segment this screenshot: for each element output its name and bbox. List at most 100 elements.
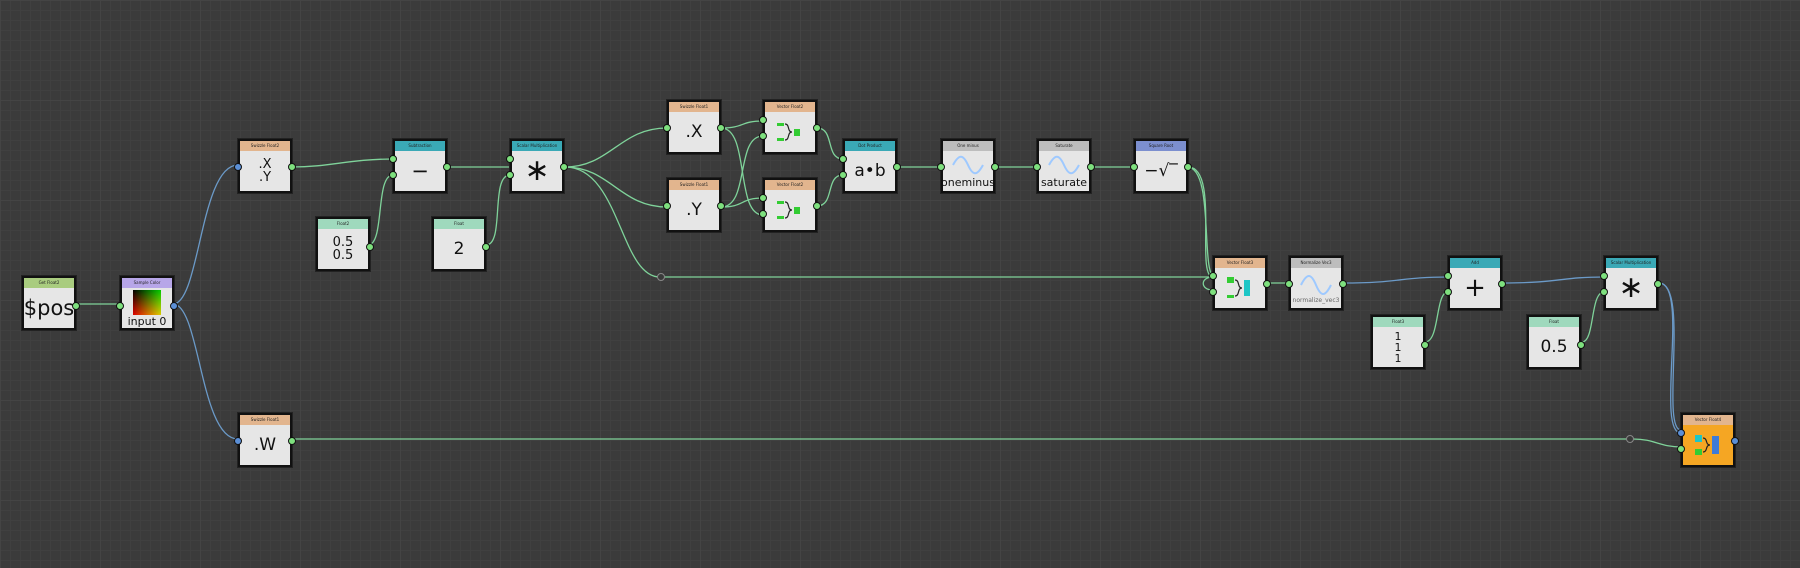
output-port[interactable] <box>991 163 999 171</box>
node-swizzle-x[interactable]: Swizzle Float1 .X <box>663 100 725 154</box>
output-port[interactable] <box>1421 341 1429 349</box>
wire <box>1658 282 1682 431</box>
node-header: Float2 <box>318 219 368 229</box>
input-port[interactable] <box>1033 163 1041 171</box>
output-port[interactable] <box>813 124 821 132</box>
node-add[interactable]: Add + <box>1444 256 1506 310</box>
node-header: Float <box>434 219 484 229</box>
node-get-float2[interactable]: Get Float2 $pos <box>22 276 80 330</box>
node-normalize-vec3[interactable]: Normalize Vec3 normalize_vec3 <box>1285 256 1347 310</box>
input-port[interactable] <box>663 202 671 210</box>
input-port[interactable] <box>937 163 945 171</box>
input-port[interactable] <box>1209 272 1217 280</box>
output-port[interactable] <box>1498 280 1506 288</box>
output-port[interactable] <box>1731 437 1739 445</box>
node-one-minus[interactable]: One minus oneminus <box>937 139 999 193</box>
node-subtraction[interactable]: Subtraction − <box>389 139 451 193</box>
output-port[interactable] <box>560 163 568 171</box>
output-port[interactable] <box>1339 280 1347 288</box>
input-port[interactable] <box>1677 429 1685 437</box>
output-port[interactable] <box>1184 163 1192 171</box>
input-port[interactable] <box>759 116 767 124</box>
input-port[interactable] <box>1600 288 1608 296</box>
node-value: .W <box>253 435 277 455</box>
node-saturate[interactable]: Saturate saturate <box>1033 139 1095 193</box>
input-port[interactable] <box>839 171 847 179</box>
output-port[interactable] <box>443 163 451 171</box>
node-vector-float4-output[interactable]: Vector Float4 <box>1677 413 1739 467</box>
output-port[interactable] <box>288 163 296 171</box>
wire <box>720 120 764 129</box>
value-line-1: 1 <box>1394 329 1402 343</box>
input-port[interactable] <box>1600 272 1608 280</box>
input-port[interactable] <box>506 155 514 163</box>
sine-wave-icon <box>1048 155 1080 174</box>
node-value: 2 <box>453 239 465 259</box>
node-float-constant[interactable]: Float 2 <box>432 217 490 271</box>
node-square-root[interactable]: Square Root −√‾ <box>1130 139 1192 193</box>
input-port[interactable] <box>1130 163 1138 171</box>
node-sample-color[interactable]: Sample Color input 0 <box>116 276 178 330</box>
node-float-constant[interactable]: Float 0.5 <box>1527 315 1585 369</box>
output-port[interactable] <box>893 163 901 171</box>
node-scalar-multiplication[interactable]: Scalar Multiplication ∗ <box>1600 256 1662 310</box>
input-port[interactable] <box>839 155 847 163</box>
input-port[interactable] <box>1444 288 1452 296</box>
node-swizzle-w[interactable]: Swizzle Float1 .W <box>234 413 296 467</box>
node-value: $pos <box>23 296 75 320</box>
node-label: oneminus <box>941 175 995 189</box>
node-vector-float2[interactable]: Vector Float2 <box>759 178 821 232</box>
output-port[interactable] <box>482 243 490 251</box>
input-port[interactable] <box>759 132 767 140</box>
node-header: Get Float2 <box>24 278 74 288</box>
output-port[interactable] <box>72 302 80 310</box>
node-vector-float3[interactable]: Vector Float3 <box>1209 256 1271 310</box>
wire <box>1187 166 1214 278</box>
node-float3-constant[interactable]: Float3 1 1 1 <box>1371 315 1429 369</box>
output-port[interactable] <box>1263 280 1271 288</box>
output-port[interactable] <box>1577 341 1585 349</box>
input-port[interactable] <box>389 171 397 179</box>
node-value: .X <box>685 122 703 142</box>
reroute-dot[interactable] <box>657 273 665 281</box>
input-port[interactable] <box>234 437 242 445</box>
node-header: Swizzle Float2 <box>240 141 290 151</box>
input-port[interactable] <box>759 194 767 202</box>
value-line-1: 0.5 <box>332 235 354 250</box>
node-header: Float <box>1529 317 1579 327</box>
input-port[interactable] <box>506 171 514 179</box>
reroute-dot[interactable] <box>1626 435 1634 443</box>
input-port[interactable] <box>759 210 767 218</box>
output-port[interactable] <box>717 124 725 132</box>
output-port[interactable] <box>1087 163 1095 171</box>
input-port[interactable] <box>1209 288 1217 296</box>
input-port[interactable] <box>234 163 242 171</box>
wire <box>1424 291 1449 343</box>
output-port[interactable] <box>1654 280 1662 288</box>
node-scalar-multiplication[interactable]: Scalar Multiplication ∗ <box>506 139 568 193</box>
node-dot-product[interactable]: Dot Product a•b <box>839 139 901 193</box>
input-port[interactable] <box>663 124 671 132</box>
wire <box>720 135 764 208</box>
node-header: Square Root <box>1136 141 1186 151</box>
node-vector-float2[interactable]: Vector Float2 <box>759 100 821 154</box>
output-port[interactable] <box>813 202 821 210</box>
node-swizzle-float2[interactable]: Swizzle Float2 .X .Y <box>234 139 296 193</box>
value-line-2: 1 <box>1394 340 1402 354</box>
node-value: a•b <box>854 161 886 181</box>
node-swizzle-y[interactable]: Swizzle Float1 .Y <box>663 178 725 232</box>
output-port[interactable] <box>366 243 374 251</box>
input-port[interactable] <box>1444 272 1452 280</box>
input-port[interactable] <box>116 302 124 310</box>
output-port[interactable] <box>288 437 296 445</box>
input-port[interactable] <box>1285 280 1293 288</box>
output-port[interactable] <box>170 302 178 310</box>
node-value: input 0 <box>127 315 167 328</box>
wire <box>1501 276 1605 284</box>
output-port[interactable] <box>717 202 725 210</box>
node-header: One minus <box>943 141 993 151</box>
input-port[interactable] <box>1677 445 1685 453</box>
node-float2-constant[interactable]: Float2 0.5 0.5 <box>316 217 374 271</box>
asterisk-icon: ∗ <box>524 153 550 188</box>
input-port[interactable] <box>389 155 397 163</box>
